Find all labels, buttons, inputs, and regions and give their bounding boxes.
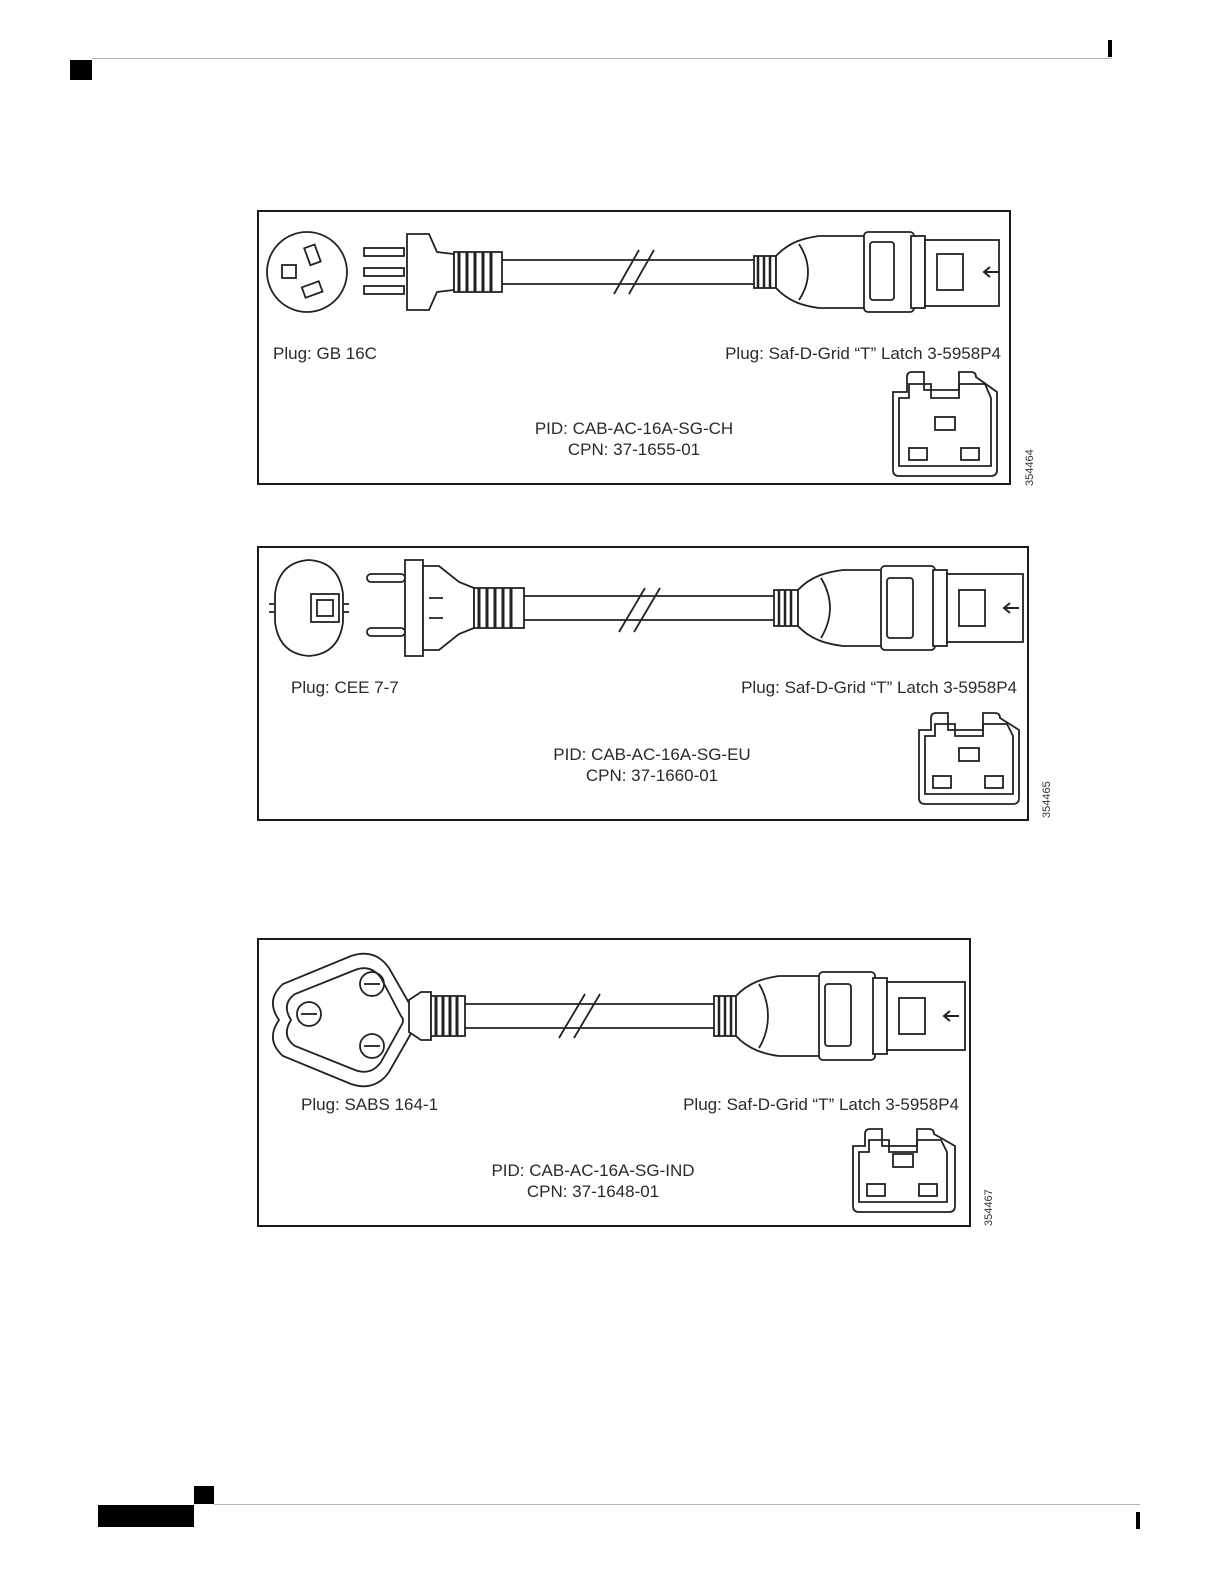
cpn-text: CPN: 37-1660-01 bbox=[502, 765, 802, 786]
right-plug-label: Plug: Saf-D-Grid “T” Latch 3-5958P4 bbox=[683, 1095, 959, 1115]
figure-id: 354467 bbox=[983, 1189, 995, 1226]
header-rule bbox=[92, 58, 1112, 59]
power-cord-figure-eu: Plug: CEE 7-7 Plug: Saf-D-Grid “T” Latch… bbox=[257, 546, 1029, 821]
part-info: PID: CAB-AC-16A-SG-CH CPN: 37-1655-01 bbox=[484, 418, 784, 460]
pid-text: PID: CAB-AC-16A-SG-CH bbox=[484, 418, 784, 439]
power-cord-figure-ch: Plug: GB 16C Plug: Saf-D-Grid “T” Latch … bbox=[257, 210, 1011, 485]
part-info: PID: CAB-AC-16A-SG-EU CPN: 37-1660-01 bbox=[502, 744, 802, 786]
left-plug-label: Plug: CEE 7-7 bbox=[291, 678, 399, 698]
part-info: PID: CAB-AC-16A-SG-IND CPN: 37-1648-01 bbox=[443, 1160, 743, 1202]
footer-rule bbox=[214, 1504, 1140, 1505]
pid-text: PID: CAB-AC-16A-SG-EU bbox=[502, 744, 802, 765]
cpn-text: CPN: 37-1655-01 bbox=[484, 439, 784, 460]
power-cord-figure-ind: Plug: SABS 164-1 Plug: Saf-D-Grid “T” La… bbox=[257, 938, 971, 1227]
right-plug-label: Plug: Saf-D-Grid “T” Latch 3-5958P4 bbox=[725, 344, 1001, 364]
footer-corner-mark bbox=[194, 1486, 214, 1504]
header-right-tick bbox=[1108, 40, 1112, 57]
right-plug-label: Plug: Saf-D-Grid “T” Latch 3-5958P4 bbox=[741, 678, 1017, 698]
cpn-text: CPN: 37-1648-01 bbox=[443, 1181, 743, 1202]
figure-id: 354465 bbox=[1041, 781, 1053, 818]
figure-id: 354464 bbox=[1024, 449, 1036, 486]
left-plug-label: Plug: GB 16C bbox=[273, 344, 377, 364]
pid-text: PID: CAB-AC-16A-SG-IND bbox=[443, 1160, 743, 1181]
footer-tab bbox=[98, 1505, 194, 1527]
footer-right-tick bbox=[1136, 1512, 1140, 1529]
header-corner-mark bbox=[70, 60, 92, 80]
left-plug-label: Plug: SABS 164-1 bbox=[301, 1095, 438, 1115]
